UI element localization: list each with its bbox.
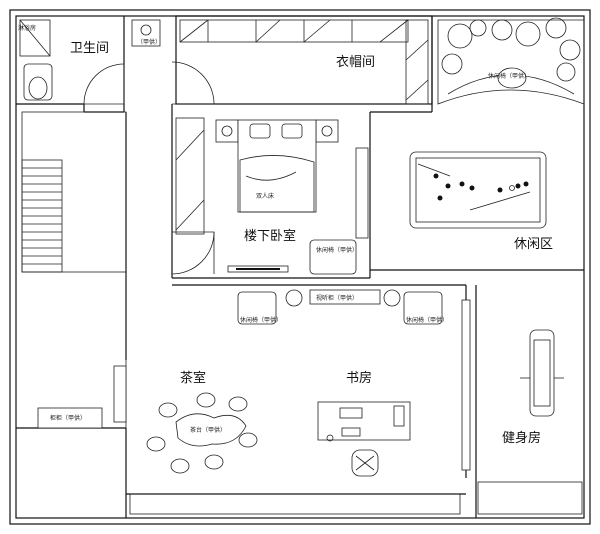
staircase	[21, 159, 63, 273]
bedroom-furniture: 双人床 休闲椅（甲供）	[215, 119, 369, 275]
shower-label: 淋浴房	[18, 24, 36, 32]
gym-equipment	[520, 329, 564, 417]
bathroom-label: 卫生间	[70, 41, 109, 56]
pool-table	[409, 151, 547, 229]
study-furniture	[317, 299, 471, 477]
tv-cabinet-label: 视听柜（甲供）	[316, 294, 358, 302]
outer-walls	[9, 9, 591, 525]
armchair-left-label: 休闲椅（甲供）	[240, 316, 282, 324]
bathroom-fixtures: 淋浴房 （甲供）	[18, 19, 161, 101]
tea-room-label: 茶室	[180, 370, 206, 386]
recliner-label: 休闲椅（甲供）	[316, 246, 358, 254]
interior-walls	[16, 15, 584, 518]
tea-cabinet-label: 柜柜（甲供）	[50, 414, 86, 422]
armchair-right-label: 休闲椅（甲供）	[406, 316, 448, 324]
room-labels: 卫生间 衣帽间 楼下卧室 休闲区 茶室 书房 健身房	[70, 41, 553, 446]
gym-label: 健身房	[502, 430, 541, 446]
tea-table-label: 茶台（甲供）	[190, 426, 226, 434]
wardrobe-label: 衣帽间	[336, 54, 375, 70]
leisure-alcove: 休闲椅（甲供）	[437, 17, 585, 105]
leisure-sofa-label: 休闲椅（甲供）	[488, 72, 530, 80]
tea-room-furniture: 柜柜（甲供） 茶台（甲供）	[37, 365, 258, 474]
bed-label: 双人床	[256, 192, 274, 200]
leisure-label: 休闲区	[514, 237, 553, 252]
hall-furniture: 休闲椅（甲供） 视听柜（甲供） 休闲椅（甲供）	[237, 289, 448, 325]
study-label: 书房	[346, 370, 372, 386]
bedroom-label: 楼下卧室	[244, 228, 296, 244]
washbasin-label: （甲供）	[137, 38, 161, 46]
wardrobe-shelving	[175, 19, 429, 235]
